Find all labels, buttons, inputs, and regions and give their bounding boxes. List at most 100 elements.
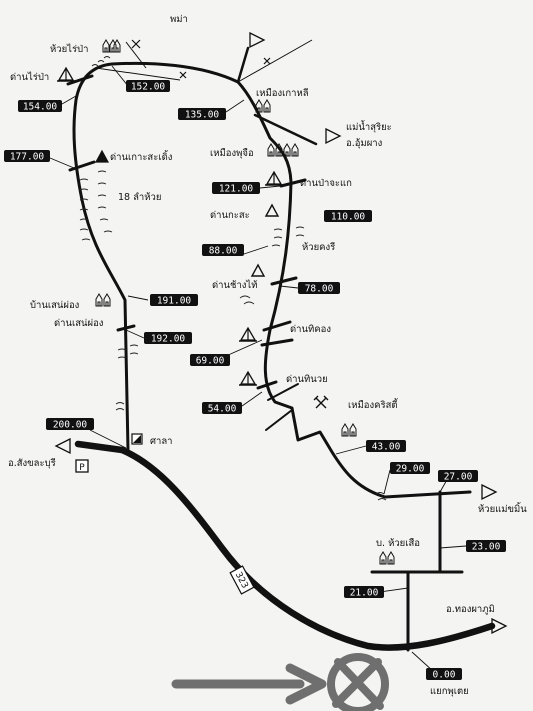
label-sangkhla-buri: อ.สังขละบุรี <box>8 457 56 469</box>
km-marker-label: 21.00 <box>350 588 379 599</box>
label-dan-pa-cha-kae: ด่านป่าจะแก <box>300 178 352 189</box>
km-marker: 78.00 <box>298 282 340 295</box>
km-marker-label: 0.00 <box>433 670 456 681</box>
circle-mark <box>327 653 389 711</box>
parking-icon-label: P <box>79 463 85 473</box>
road-umphang <box>253 113 318 146</box>
hatch-chang-tai <box>239 295 255 305</box>
cross-mark-3 <box>263 57 271 65</box>
leader-23 <box>439 545 467 549</box>
km-marker: 54.00 <box>202 402 242 415</box>
border-lines <box>95 39 313 83</box>
leader-lines <box>49 65 467 673</box>
label-ban-sen-pong: บ้านเสน่ผ่อง <box>30 300 79 311</box>
leader-121 <box>259 185 281 189</box>
km-marker: 177.00 <box>4 150 50 163</box>
stream-hatches <box>79 56 387 501</box>
leader-192 <box>125 329 145 339</box>
border-crosses <box>131 39 271 79</box>
km-marker: 121.00 <box>212 182 260 195</box>
km-marker-label: 121.00 <box>219 184 254 195</box>
km-marker: 29.00 <box>390 462 430 475</box>
label-huai-khong-ri: ห้วยคงรี <box>302 241 335 253</box>
hatch-river-1 <box>115 402 125 411</box>
leader-191 <box>127 295 149 301</box>
highway-323 <box>74 440 496 651</box>
label-mae-nam-suriya: แม่น้ำสุริยะ <box>346 120 392 133</box>
checkpoint-bar-pa-cha-kae <box>279 178 307 188</box>
leader-152 <box>111 65 129 87</box>
checkpoint-icon-ko-sa-de <box>94 149 110 163</box>
km-marker-label: 135.00 <box>185 110 220 121</box>
km-marker-label: 154.00 <box>23 102 58 113</box>
leader-69 <box>225 339 263 357</box>
km-marker: 21.00 <box>344 586 384 599</box>
km-marker: 200.00 <box>46 418 94 431</box>
km-marker-label: 152.00 <box>131 82 166 93</box>
km-marker-label: 110.00 <box>331 212 366 223</box>
leader-21 <box>379 587 409 593</box>
leader-200 <box>89 429 127 449</box>
km-marker-label: 43.00 <box>372 442 401 453</box>
annotation-circle-mark <box>327 653 389 711</box>
sala-icon <box>131 433 143 445</box>
label-yaek-phu-toei: แยกพุเตย <box>430 686 469 697</box>
label-dan-rai-pa: ด่านไร่ป่า <box>10 71 49 83</box>
km-marker-label: 69.00 <box>196 356 225 367</box>
place-labels: พม่า ห้วยไร่ป่า ด่านไร่ป่า เหมืองเกาหลี … <box>8 14 527 697</box>
km-markers: 152.00 154.00 135.00 177.00 121.00 110.0… <box>4 80 506 681</box>
km-marker-label: 191.00 <box>157 296 192 307</box>
km-marker-label: 177.00 <box>10 152 45 163</box>
label-huai-rai-pa: ห้วยไร่ป่า <box>50 43 88 55</box>
label-dan-ko-sa-de: ด่านเกาะสะเดิ้ง <box>110 150 172 163</box>
hatch-khong-ri <box>271 226 305 247</box>
checkpoint-bar-thi-khong-1 <box>262 320 292 332</box>
label-thong-pha-phum: อ.ทองผาภูมิ <box>446 604 495 615</box>
km-marker: 110.00 <box>324 210 372 223</box>
border-line-1 <box>95 67 181 81</box>
km-marker-label: 88.00 <box>209 246 238 257</box>
label-um-phang: อ.อุ้มผาง <box>346 138 382 149</box>
leader-177 <box>49 157 75 169</box>
leader-29 <box>383 469 391 495</box>
parking-icon: P <box>75 459 89 473</box>
annotation-arrow <box>171 663 327 705</box>
km-marker: 154.00 <box>18 100 62 113</box>
label-muang-pu-chue: เหมืองพุจือ <box>210 148 254 159</box>
leader-54 <box>241 391 263 407</box>
hatch-18-lam-huai <box>79 178 91 241</box>
label-dan-sen-pong: ด่านเสน่ผ่อง <box>54 318 103 329</box>
leader-88 <box>243 245 269 255</box>
km-marker: 23.00 <box>466 540 506 553</box>
circle-mark-slash-2 <box>332 658 382 708</box>
km-marker-label: 78.00 <box>305 284 334 295</box>
leader-78 <box>279 285 299 289</box>
km-marker-label: 29.00 <box>396 464 425 475</box>
km-marker: 152.00 <box>126 80 170 93</box>
km-marker: 27.00 <box>438 470 478 483</box>
road-spur-khlitti <box>267 383 299 401</box>
km-marker: 191.00 <box>150 294 198 307</box>
checkpoint-bar-rai-pa <box>66 74 94 86</box>
checkpoint-bar-chang-tai <box>270 276 298 286</box>
label-muang-kao-li: เหมืองเกาหลี <box>256 87 309 99</box>
hatch-sen-pong <box>117 344 139 359</box>
hatch-rai-pa <box>91 56 111 67</box>
label-ban-huai-suea: บ. ห้วยเสือ <box>376 538 420 549</box>
km-marker-label: 192.00 <box>151 334 186 345</box>
checkpoint-bars <box>66 74 307 390</box>
km-marker: 0.00 <box>426 668 462 681</box>
label-sala: ศาลา <box>150 436 173 447</box>
road-spur-fork <box>265 409 293 431</box>
km-marker-label: 27.00 <box>444 472 473 483</box>
road-north-spur <box>236 46 250 84</box>
leader-135 <box>225 99 245 113</box>
border-line-3 <box>125 41 147 69</box>
km-marker: 88.00 <box>202 244 244 257</box>
km-marker-label: 200.00 <box>53 420 88 431</box>
checkpoint-bar-sen-pong <box>116 324 136 332</box>
route-shield-323: 323 <box>229 565 255 595</box>
label-dan-thi-nuai: ด่านทินวย <box>286 374 328 385</box>
hatch-river-2 <box>375 492 387 501</box>
